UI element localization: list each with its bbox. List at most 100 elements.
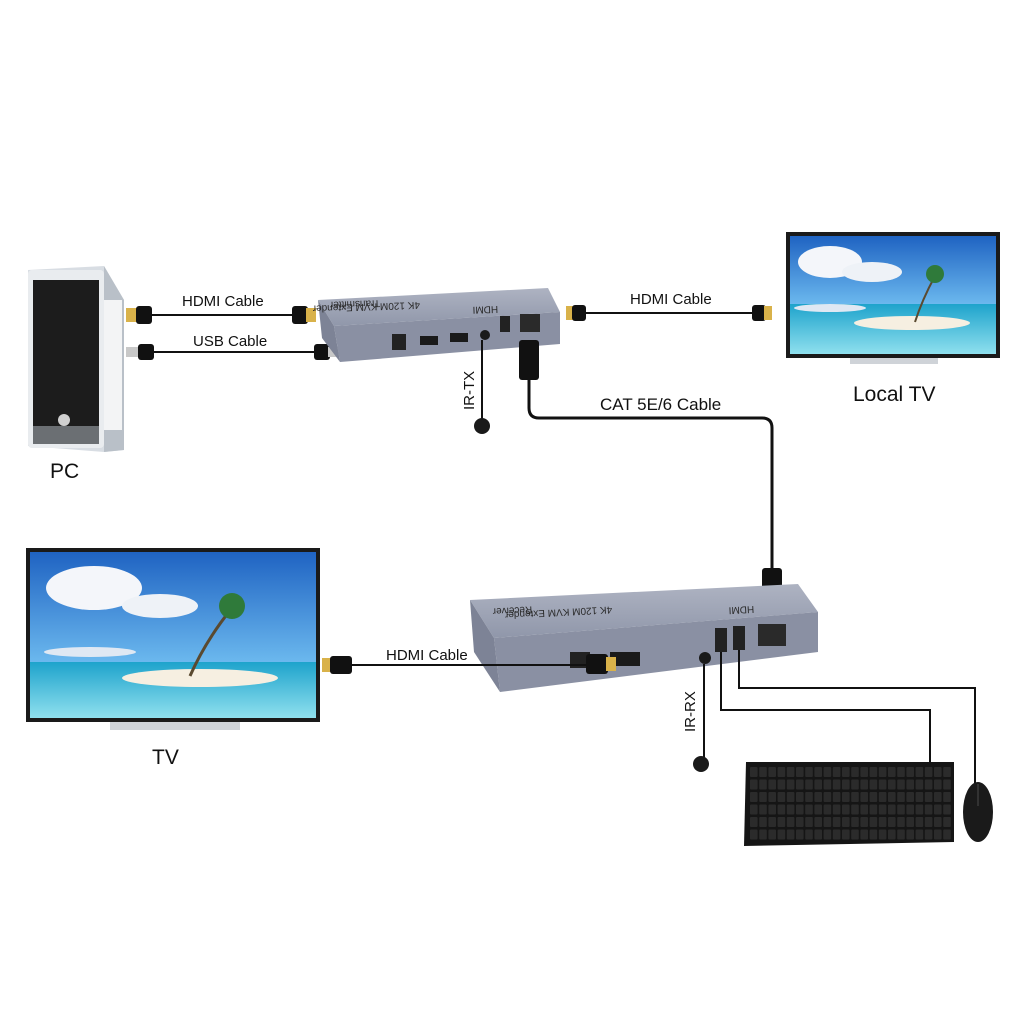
keyboard-key <box>832 817 841 827</box>
dc-port <box>392 334 406 350</box>
keyboard-key <box>750 817 758 827</box>
keyboard-key <box>943 817 951 827</box>
keyboard-key <box>897 792 905 802</box>
keyboard-key <box>906 779 914 790</box>
usb-port <box>500 316 510 332</box>
keyboard-key <box>786 779 795 790</box>
keyboard-key <box>842 817 850 827</box>
keyboard-key <box>750 829 758 840</box>
transmitter-unit: HDMI 4K 120M KVM Extender Transmitter <box>312 288 560 362</box>
keyboard-key <box>860 817 868 827</box>
keyboard-key <box>786 817 795 827</box>
keyboard-key <box>759 792 767 802</box>
keyboard-key <box>869 817 878 827</box>
keyboard-key <box>750 779 758 790</box>
usb-cable-pc-label: USB Cable <box>193 333 267 350</box>
local-tv-hdmi-cable <box>566 305 772 321</box>
keyboard-key <box>823 779 832 790</box>
keyboard-key <box>832 804 841 815</box>
keyboard-key <box>796 804 804 815</box>
usb-connector-icon <box>126 347 140 357</box>
keyboard-key <box>823 767 832 777</box>
hdmi-connector-icon <box>126 308 138 322</box>
cat-cable-label: CAT 5E/6 Cable <box>600 395 721 414</box>
keyboard-key <box>796 792 804 802</box>
keyboard-key <box>897 804 905 815</box>
keyboard-key <box>943 792 951 802</box>
keyboard-key <box>888 767 896 777</box>
tv-label: TV <box>152 746 179 769</box>
keyboard-key <box>750 792 758 802</box>
keyboard-key <box>888 779 896 790</box>
keyboard-key <box>823 817 832 827</box>
keyboard-key <box>823 804 832 815</box>
receiver-subtitle: Receiver <box>492 603 533 616</box>
keyboard-key <box>750 804 758 815</box>
keyboard-key <box>915 779 924 790</box>
keyboard-key <box>759 767 767 777</box>
keyboard-key <box>759 804 767 815</box>
keyboard-key <box>869 779 878 790</box>
keyboard-key <box>915 792 924 802</box>
keyboard-key <box>759 817 767 827</box>
keyboard-key <box>814 804 822 815</box>
keyboard-key <box>851 829 859 840</box>
keyboard-key <box>943 779 951 790</box>
keyboard-key <box>915 804 924 815</box>
keyboard-key <box>786 767 795 777</box>
keyboard-key <box>814 817 822 827</box>
ir-rx-sensor <box>693 664 709 772</box>
keyboard-key <box>814 767 822 777</box>
keyboard-key <box>832 829 841 840</box>
keyboard-key <box>878 792 887 802</box>
keyboard-icon <box>744 762 954 846</box>
keyboard-key <box>786 792 795 802</box>
keyboard-key <box>934 817 942 827</box>
keyboard-key <box>860 779 868 790</box>
usb-peripheral-cables <box>720 650 976 788</box>
keyboard-key <box>860 792 868 802</box>
keyboard-key <box>796 767 804 777</box>
keyboard-key <box>851 804 859 815</box>
rj45-connector-icon <box>519 340 539 380</box>
keyboard-key <box>924 817 933 827</box>
keyboard-key <box>768 767 776 777</box>
keyboard-key <box>888 817 896 827</box>
keyboard-key <box>851 779 859 790</box>
keyboard-key <box>878 817 887 827</box>
keyboard-key <box>934 767 942 777</box>
keyboard-key <box>888 792 896 802</box>
ir-rx-label: IR-RX <box>682 691 699 732</box>
ir-tx-sensor <box>474 340 490 434</box>
keyboard-key <box>786 804 795 815</box>
keyboard-key <box>906 804 914 815</box>
keyboard-key <box>805 767 813 777</box>
local-tv-icon <box>786 232 1000 364</box>
transmitter-subtitle: Transmitter <box>329 297 380 310</box>
keyboard-key <box>777 779 786 790</box>
ir-tx-label: IR-TX <box>461 371 478 410</box>
keyboard-key <box>897 829 905 840</box>
pc-label: PC <box>50 460 79 483</box>
keyboard-key <box>934 804 942 815</box>
hdmi-in-port <box>420 336 438 345</box>
keyboard-key <box>943 804 951 815</box>
keyboard-key <box>906 817 914 827</box>
keyboard-key <box>768 804 776 815</box>
keyboard-key <box>832 792 841 802</box>
keyboard-key <box>878 779 887 790</box>
keyboard-key <box>869 804 878 815</box>
keyboard-key <box>869 829 878 840</box>
keyboard-key <box>924 779 933 790</box>
keyboard-key <box>768 817 776 827</box>
hdmi-cable-pc-label: HDMI Cable <box>182 293 264 310</box>
keyboard-key <box>924 767 933 777</box>
rj45-port <box>520 314 540 332</box>
keyboard-key <box>777 767 786 777</box>
hdmi-cable-local-tv-label: HDMI Cable <box>630 291 712 308</box>
keyboard-key <box>924 792 933 802</box>
pc-tower-icon <box>28 266 124 452</box>
keyboard-key <box>888 804 896 815</box>
mouse-icon <box>963 782 993 842</box>
tv-hdmi-cable <box>322 654 616 674</box>
